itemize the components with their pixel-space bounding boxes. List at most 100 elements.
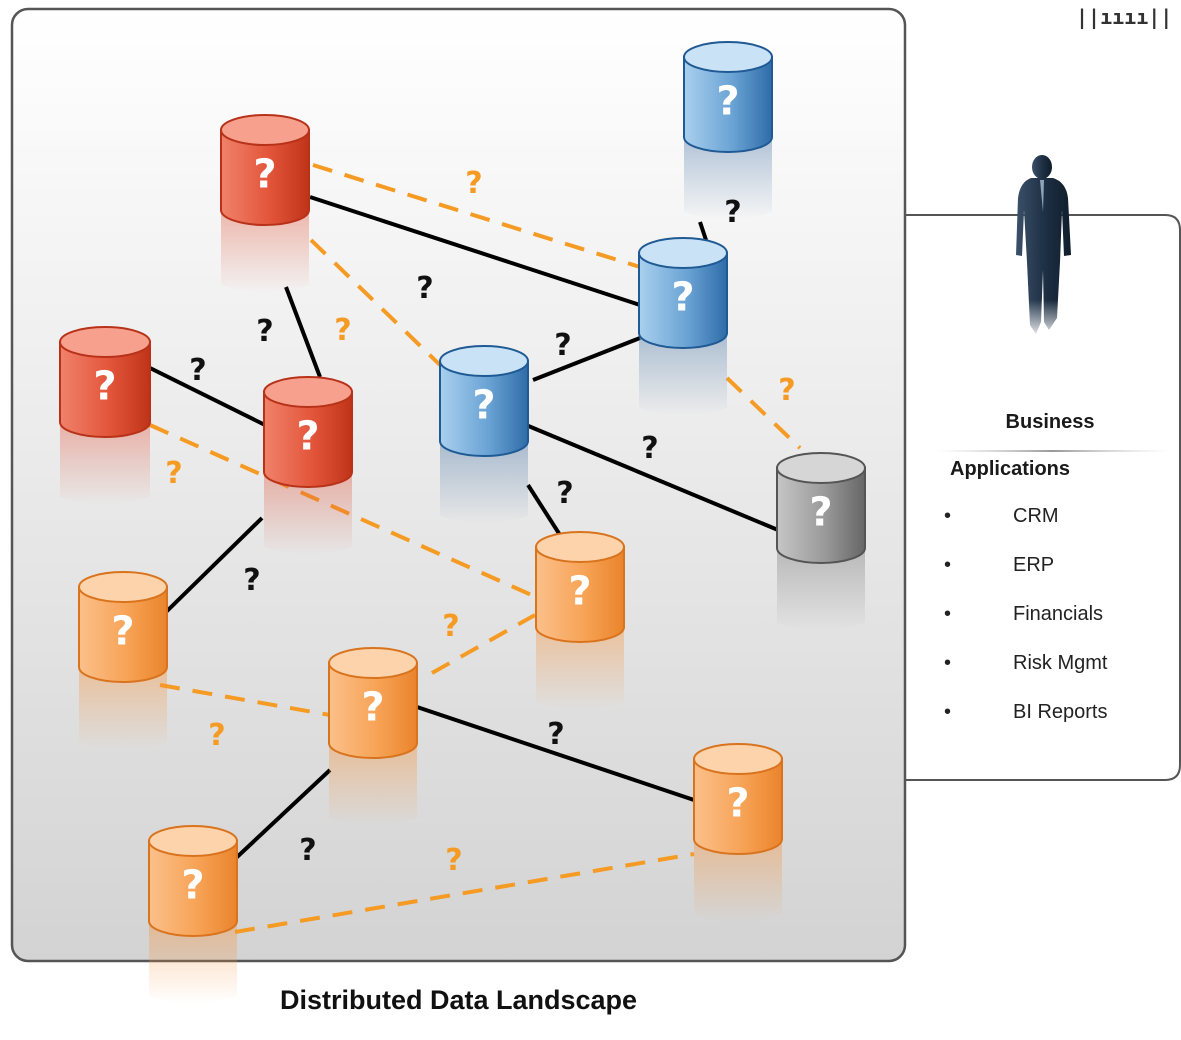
solid-link	[416, 705, 695, 802]
dashed-link	[234, 852, 695, 934]
database-icon: ?	[683, 41, 773, 220]
link-unknown-label: ?	[547, 717, 564, 752]
dashed-link-unknown-label: ?	[445, 843, 462, 878]
dashed-link	[309, 238, 442, 367]
database-unknown-label: ?	[726, 781, 749, 827]
database-reflection	[639, 333, 727, 416]
dashed-link	[312, 163, 641, 269]
database-icon: ?	[535, 531, 625, 710]
solid-link	[698, 221, 708, 241]
bullet-icon: •	[944, 505, 952, 527]
link-unknown-label: ?	[256, 314, 273, 349]
database-body	[638, 252, 728, 349]
database-reflection	[221, 210, 309, 293]
panel-divider	[935, 450, 1170, 452]
solid-link	[526, 483, 562, 537]
link-unknown-label: ?	[299, 833, 316, 868]
database-icon: ?	[328, 647, 418, 826]
database-icon: ?	[693, 743, 783, 922]
bullet-icon: •	[944, 701, 952, 723]
database-reflection	[694, 839, 782, 922]
database-top	[220, 114, 310, 146]
database-body	[693, 758, 783, 855]
panel-subtitle: Applications	[950, 458, 1071, 480]
solid-link	[309, 195, 641, 307]
link-unknown-label: ?	[724, 195, 741, 230]
database-unknown-label: ?	[361, 685, 384, 731]
applications-panel	[905, 214, 1181, 781]
database-icon: ?	[263, 376, 353, 555]
database-reflection	[60, 422, 150, 505]
database-reflection	[329, 743, 417, 826]
list-item-label: Financials	[1013, 603, 1104, 625]
database-top	[439, 345, 529, 377]
bullet-icon: •	[944, 554, 952, 576]
list-item-label: Risk Mgmt	[1013, 652, 1108, 674]
database-top	[328, 647, 418, 679]
database-top	[535, 531, 625, 563]
link-unknown-label: ?	[641, 431, 658, 466]
dashed-link	[431, 613, 536, 675]
database-reflection	[440, 441, 528, 524]
database-body	[535, 546, 625, 643]
database-unknown-label: ?	[671, 275, 694, 321]
link-unknown-label: ?	[243, 563, 260, 598]
link-unknown-label: ?	[554, 328, 571, 363]
database-top	[776, 452, 866, 484]
database-reflection	[777, 548, 865, 631]
database-unknown-label: ?	[568, 569, 591, 615]
solid-link	[532, 336, 641, 382]
solid-link	[525, 423, 779, 532]
list-item-label: BI Reports	[1013, 701, 1108, 723]
solid-link	[234, 768, 332, 860]
dashed-link	[159, 683, 331, 717]
dashed-link	[725, 376, 802, 450]
list-item-label: CRM	[1013, 505, 1059, 527]
bullet-icon: •	[944, 652, 952, 674]
databases-layer: ????????????	[59, 41, 866, 1004]
solid-link	[164, 516, 264, 614]
database-reflection	[536, 627, 624, 710]
database-reflection	[79, 667, 167, 750]
database-icon: ?	[638, 237, 728, 416]
dashed-link-unknown-label: ?	[208, 718, 225, 753]
database-icon: ?	[78, 571, 168, 750]
database-body	[328, 662, 418, 759]
logo-icon: ||ıııı||	[1076, 5, 1172, 29]
database-unknown-label: ?	[181, 863, 204, 909]
database-unknown-label: ?	[111, 609, 134, 655]
bullet-icon: •	[944, 603, 952, 625]
dashed-link-unknown-label: ?	[334, 313, 351, 348]
link-unknown-label: ?	[189, 353, 206, 388]
database-body	[776, 467, 866, 564]
list-item-label: ERP	[1013, 554, 1055, 576]
database-reflection	[684, 137, 772, 220]
dashed-link-unknown-label: ?	[778, 373, 795, 408]
database-body	[148, 840, 238, 937]
database-body	[683, 56, 773, 153]
database-reflection	[149, 921, 237, 1004]
database-body	[220, 129, 310, 226]
person-silhouette-icon	[1008, 155, 1078, 340]
solid-link	[149, 366, 266, 427]
links-layer	[149, 163, 802, 934]
database-body	[59, 341, 151, 438]
solid-link	[284, 286, 322, 378]
database-top	[693, 743, 783, 775]
database-unknown-label: ?	[716, 79, 739, 125]
database-unknown-label: ?	[296, 414, 319, 460]
database-top	[683, 41, 773, 73]
database-top	[148, 825, 238, 857]
question-marks-layer: ?????????????????	[165, 166, 795, 878]
database-icon: ?	[220, 114, 310, 293]
database-unknown-label: ?	[472, 383, 495, 429]
database-top	[263, 376, 353, 408]
link-unknown-label: ?	[556, 476, 573, 511]
database-icon: ?	[439, 345, 529, 524]
panel-title: Business	[1005, 411, 1095, 433]
database-unknown-label: ?	[93, 364, 116, 410]
landscape-caption: Distributed Data Landscape	[279, 985, 638, 1015]
database-body	[263, 391, 353, 488]
dashed-link-unknown-label: ?	[442, 609, 459, 644]
